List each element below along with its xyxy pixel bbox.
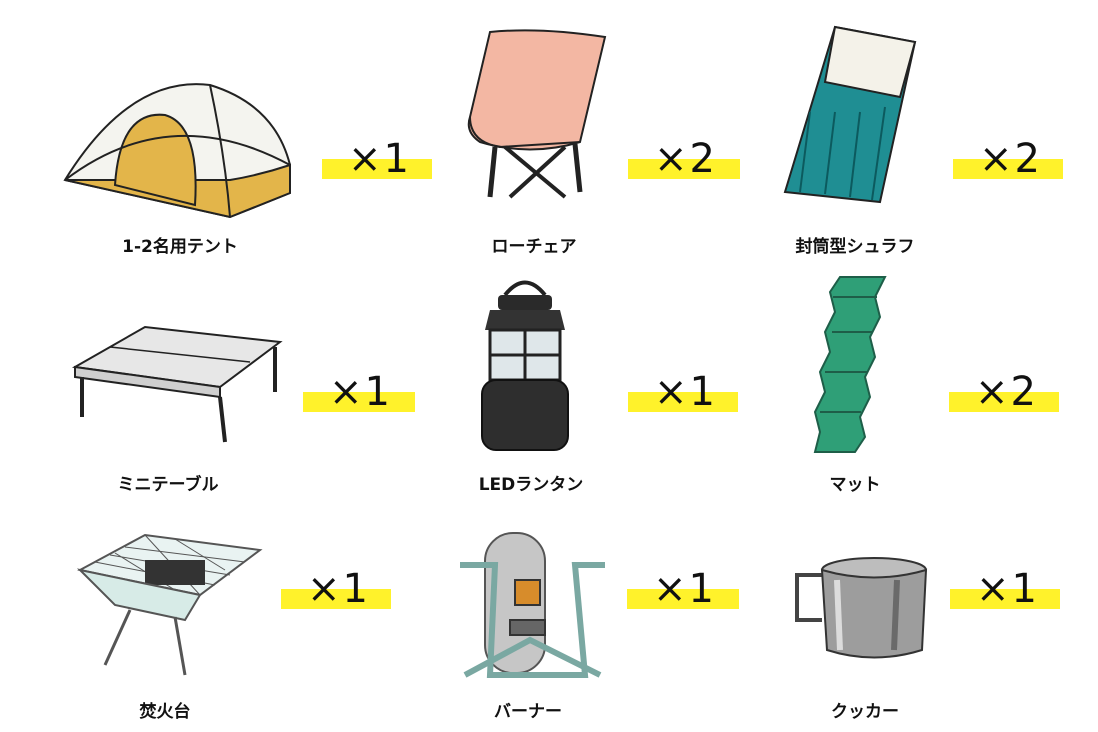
- table-icon: [71, 325, 283, 443]
- quantity-badge: ×1: [628, 370, 738, 414]
- quantity-badge: ×2: [953, 137, 1063, 181]
- item-label: 焚火台: [139, 702, 191, 722]
- item-label: バーナー: [494, 702, 562, 722]
- cooker-icon: [795, 557, 928, 659]
- fire-pit-icon: [76, 533, 263, 676]
- quantity-badge: ×1: [322, 137, 432, 181]
- item-label: ミニテーブル: [117, 475, 219, 495]
- burner-icon: [460, 532, 605, 678]
- item-label: 1-2名用テント: [122, 237, 238, 257]
- item-label: 封筒型シュラフ: [795, 237, 915, 257]
- quantity-badge: ×2: [628, 137, 740, 181]
- sleeping-bag-icon: [783, 25, 917, 204]
- quantity-badge: ×1: [627, 567, 739, 611]
- quantity-badge: ×1: [281, 567, 391, 611]
- quantity-badge: ×2: [949, 370, 1059, 414]
- item-label: ローチェア: [491, 237, 577, 257]
- quantity-badge: ×1: [303, 370, 415, 414]
- item-label: クッカー: [831, 702, 899, 722]
- item-label: マット: [829, 475, 881, 495]
- mat-icon: [813, 276, 887, 453]
- item-label: LEDランタン: [478, 475, 584, 495]
- chair-icon: [467, 29, 607, 199]
- quantity-badge: ×1: [950, 567, 1060, 611]
- tent-icon: [63, 83, 291, 219]
- lantern-icon: [481, 280, 569, 451]
